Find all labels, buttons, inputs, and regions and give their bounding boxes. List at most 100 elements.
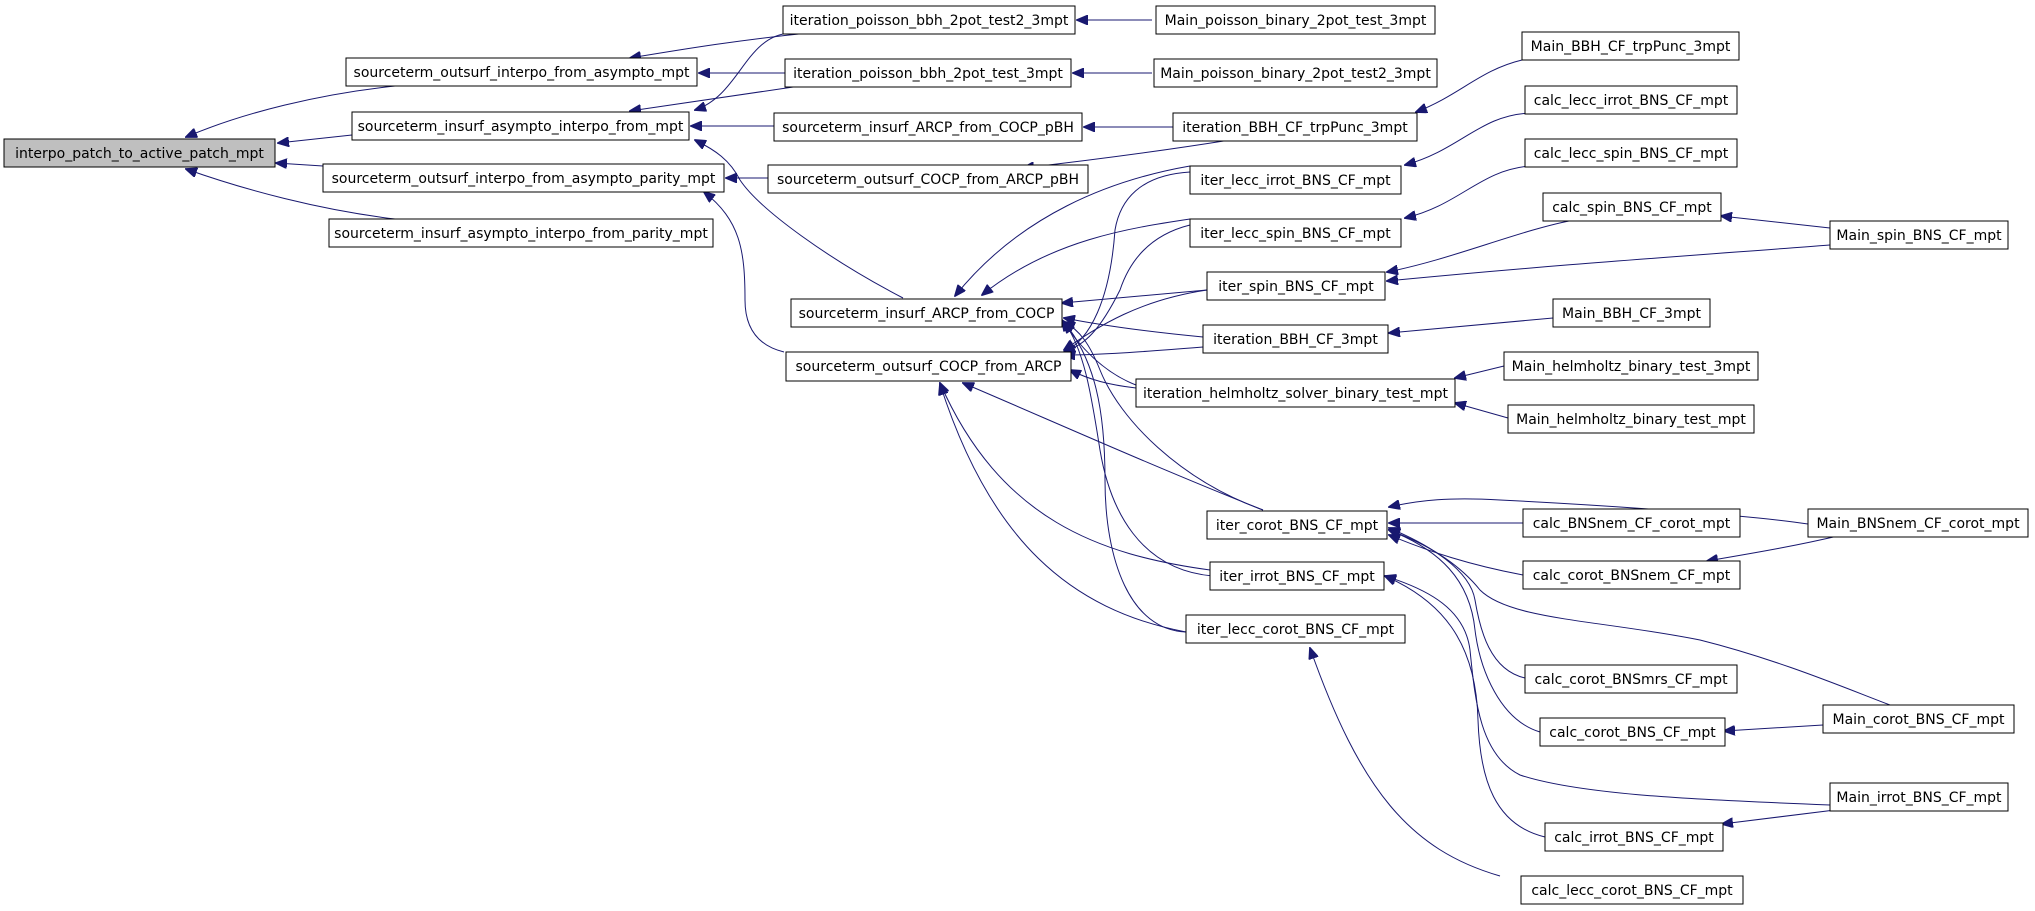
node-label: sourceterm_outsurf_COCP_from_ARCP_pBH <box>777 172 1079 188</box>
node-label: Main_BBH_CF_3mpt <box>1562 306 1701 322</box>
edge-n23-n14 <box>1405 112 1531 165</box>
node-label: interpo_patch_to_active_patch_mpt <box>15 146 264 162</box>
edge-n9-n2 <box>695 140 904 299</box>
node-calc-corot-BNS-CF-mpt[interactable]: calc_corot_BNS_CF_mpt <box>1539 717 1726 747</box>
edge-n32-n19 <box>1389 535 1524 576</box>
node-Main-irrot-BNS-CF-mpt[interactable]: Main_irrot_BNS_CF_mpt <box>1829 782 2009 812</box>
node-Main-helmholtz-binary-test-mpt[interactable]: Main_helmholtz_binary_test_mpt <box>1507 404 1755 434</box>
edge-n33-n19 <box>1389 528 1526 679</box>
edge-n5-n1 <box>630 32 809 58</box>
node-sourceterm-insurf-ARCP-from-COCP[interactable]: sourceterm_insurf_ARCP_from_COCP <box>790 298 1063 328</box>
node-Main-helmholtz-binary-test-3mpt[interactable]: Main_helmholtz_binary_test_3mpt <box>1503 351 1759 381</box>
node-sourceterm-outsurf-COCP-from-ARCP[interactable]: sourceterm_outsurf_COCP_from_ARCP <box>785 351 1072 382</box>
node-calc-spin-BNS-CF-mpt[interactable]: calc_spin_BNS_CF_mpt <box>1542 192 1722 222</box>
node-label: calc_corot_BNS_CF_mpt <box>1549 725 1716 741</box>
node-label: iter_irrot_BNS_CF_mpt <box>1219 569 1375 585</box>
node-Main-corot-BNS-CF-mpt[interactable]: Main_corot_BNS_CF_mpt <box>1822 704 2015 734</box>
node-iteration-BBH-CF-3mpt[interactable]: iteration_BBH_CF_3mpt <box>1202 324 1389 354</box>
node-label: sourceterm_outsurf_interpo_from_asympto_… <box>354 65 690 81</box>
node-label: sourceterm_insurf_asympto_interpo_from_p… <box>334 226 708 242</box>
edge-n19-n10 <box>963 383 1264 511</box>
edge-n15-n9 <box>982 218 1191 295</box>
node-calc-lecc-irrot-BNS-CF-mpt[interactable]: calc_lecc_irrot_BNS_CF_mpt <box>1524 85 1738 115</box>
edge-n4-n0 <box>186 169 396 220</box>
edge-n20-n9 <box>1064 322 1214 577</box>
node-iter-irrot-BNS-CF-mpt[interactable]: iter_irrot_BNS_CF_mpt <box>1209 561 1385 591</box>
node-label: Main_spin_BNS_CF_mpt <box>1836 228 2002 244</box>
node-label: calc_BNSnem_CF_corot_mpt <box>1533 516 1731 532</box>
node-calc-lecc-spin-BNS-CF-mpt[interactable]: calc_lecc_spin_BNS_CF_mpt <box>1524 138 1738 168</box>
edge-n14-n9 <box>955 165 1191 296</box>
node-label: iteration_poisson_bbh_2pot_test_3mpt <box>793 66 1063 82</box>
node-calc-corot-BNSnem-CF-mpt[interactable]: calc_corot_BNSnem_CF_mpt <box>1522 560 1741 590</box>
node-label: iter_lecc_corot_BNS_CF_mpt <box>1197 622 1395 638</box>
nodes: interpo_patch_to_active_patch_mpt source… <box>3 5 2029 905</box>
node-label: Main_BNSnem_CF_corot_mpt <box>1816 516 2020 532</box>
node-label: sourceterm_insurf_asympto_interpo_from_m… <box>358 119 684 135</box>
node-label: Main_helmholtz_binary_test_mpt <box>1516 412 1746 428</box>
node-label: sourceterm_insurf_ARCP_from_COCP_pBH <box>782 120 1074 136</box>
node-label: Main_poisson_binary_2pot_test2_3mpt <box>1160 66 1431 82</box>
node-iter-corot-BNS-CF-mpt[interactable]: iter_corot_BNS_CF_mpt <box>1206 510 1388 540</box>
node-label: sourceterm_outsurf_interpo_from_asympto_… <box>332 171 716 187</box>
node-iter-lecc-spin-BNS-CF-mpt[interactable]: iter_lecc_spin_BNS_CF_mpt <box>1189 218 1402 248</box>
node-label: calc_corot_BNSnem_CF_mpt <box>1533 568 1731 584</box>
edge-n27-n17 <box>1389 317 1554 333</box>
node-root-interpo-patch-to-active-patch[interactable]: interpo_patch_to_active_patch_mpt <box>3 138 276 168</box>
node-label: iter_spin_BNS_CF_mpt <box>1218 279 1374 295</box>
node-calc-corot-BNSmrs-CF-mpt[interactable]: calc_corot_BNSmrs_CF_mpt <box>1524 664 1738 694</box>
edge-n31-n32 <box>1707 534 1843 561</box>
node-label: Main_corot_BNS_CF_mpt <box>1833 712 2006 728</box>
node-label: iteration_BBH_CF_trpPunc_3mpt <box>1182 120 1408 136</box>
edge-n17-n10 <box>1064 346 1204 355</box>
node-calc-irrot-BNS-CF-mpt[interactable]: calc_irrot_BNS_CF_mpt <box>1544 822 1724 852</box>
edge-n38-n21 <box>1310 648 1501 877</box>
node-sourceterm-insurf-asympto-interpo-from-parity-mpt[interactable]: sourceterm_insurf_asympto_interpo_from_p… <box>328 218 714 248</box>
edge-n3-n0 <box>276 163 324 166</box>
node-sourceterm-insurf-asympto-interpo-from-mpt[interactable]: sourceterm_insurf_asympto_interpo_from_m… <box>351 111 690 141</box>
node-iteration-poisson-bbh-2pot-test-3mpt[interactable]: iteration_poisson_bbh_2pot_test_3mpt <box>784 58 1072 88</box>
node-sourceterm-outsurf-interpo-from-asympto-parity-mpt[interactable]: sourceterm_outsurf_interpo_from_asympto_… <box>322 163 725 193</box>
node-sourceterm-outsurf-COCP-from-ARCP-pBH[interactable]: sourceterm_outsurf_COCP_from_ARCP_pBH <box>767 164 1089 194</box>
node-label: iteration_helmholtz_solver_binary_test_m… <box>1143 386 1448 402</box>
node-iter-spin-BNS-CF-mpt[interactable]: iter_spin_BNS_CF_mpt <box>1206 271 1386 301</box>
edge-n26-n25 <box>1721 216 1831 229</box>
node-iteration-BBH-CF-trpPunc-3mpt[interactable]: iteration_BBH_CF_trpPunc_3mpt <box>1172 112 1418 142</box>
node-label: Main_BBH_CF_trpPunc_3mpt <box>1531 39 1731 55</box>
node-label: iter_lecc_irrot_BNS_CF_mpt <box>1200 173 1391 189</box>
edge-n5-n2 <box>695 32 791 110</box>
node-label: sourceterm_outsurf_COCP_from_ARCP <box>796 359 1062 375</box>
edge-n10-n3 <box>704 192 785 353</box>
node-iteration-helmholtz-solver-binary-test-mpt[interactable]: iteration_helmholtz_solver_binary_test_m… <box>1135 378 1456 408</box>
node-calc-BNSnem-CF-corot-mpt[interactable]: calc_BNSnem_CF_corot_mpt <box>1522 508 1741 538</box>
edge-n29-n18 <box>1455 403 1509 419</box>
node-calc-lecc-corot-BNS-CF-mpt[interactable]: calc_lecc_corot_BNS_CF_mpt <box>1520 875 1744 905</box>
node-sourceterm-insurf-ARCP-from-COCP-pBH[interactable]: sourceterm_insurf_ARCP_from_COCP_pBH <box>773 112 1083 142</box>
node-label: calc_corot_BNSmrs_CF_mpt <box>1534 672 1728 688</box>
edge-n35-n34 <box>1724 724 1824 731</box>
node-Main-BNSnem-CF-corot-mpt[interactable]: Main_BNSnem_CF_corot_mpt <box>1807 508 2029 538</box>
node-iter-lecc-irrot-BNS-CF-mpt[interactable]: iter_lecc_irrot_BNS_CF_mpt <box>1189 165 1402 195</box>
edge-n37-n20 <box>1385 576 1546 838</box>
node-sourceterm-outsurf-interpo-from-asympto-mpt[interactable]: sourceterm_outsurf_interpo_from_asympto_… <box>345 57 698 87</box>
node-Main-poisson-binary-2pot-test2-3mpt[interactable]: Main_poisson_binary_2pot_test2_3mpt <box>1153 58 1438 88</box>
node-label: iteration_BBH_CF_3mpt <box>1213 332 1378 348</box>
node-label: calc_spin_BNS_CF_mpt <box>1552 200 1712 216</box>
node-Main-poisson-binary-2pot-test-3mpt[interactable]: Main_poisson_binary_2pot_test_3mpt <box>1155 5 1436 35</box>
node-label: iteration_poisson_bbh_2pot_test2_3mpt <box>790 13 1069 29</box>
node-label: iter_corot_BNS_CF_mpt <box>1216 518 1379 534</box>
node-iteration-poisson-bbh-2pot-test2-3mpt[interactable]: iteration_poisson_bbh_2pot_test2_3mpt <box>782 5 1076 35</box>
node-Main-BBH-CF-3mpt[interactable]: Main_BBH_CF_3mpt <box>1552 298 1711 328</box>
edge-n35-n19 <box>1389 530 1891 706</box>
node-iter-lecc-corot-BNS-CF-mpt[interactable]: iter_lecc_corot_BNS_CF_mpt <box>1185 614 1406 644</box>
node-Main-BBH-CF-trpPunc-3mpt[interactable]: Main_BBH_CF_trpPunc_3mpt <box>1521 31 1740 61</box>
edge-n18-n10 <box>1070 370 1137 389</box>
node-Main-spin-BNS-CF-mpt[interactable]: Main_spin_BNS_CF_mpt <box>1829 220 2009 250</box>
edge-n21-n9 <box>1064 322 1187 633</box>
edge-n1-n0 <box>186 85 396 137</box>
edge-n17-n9 <box>1064 318 1204 338</box>
edge-n20-n10 <box>940 383 1211 571</box>
edge-n15-n10 <box>1064 224 1191 352</box>
edge-n21-n10 <box>940 384 1187 633</box>
